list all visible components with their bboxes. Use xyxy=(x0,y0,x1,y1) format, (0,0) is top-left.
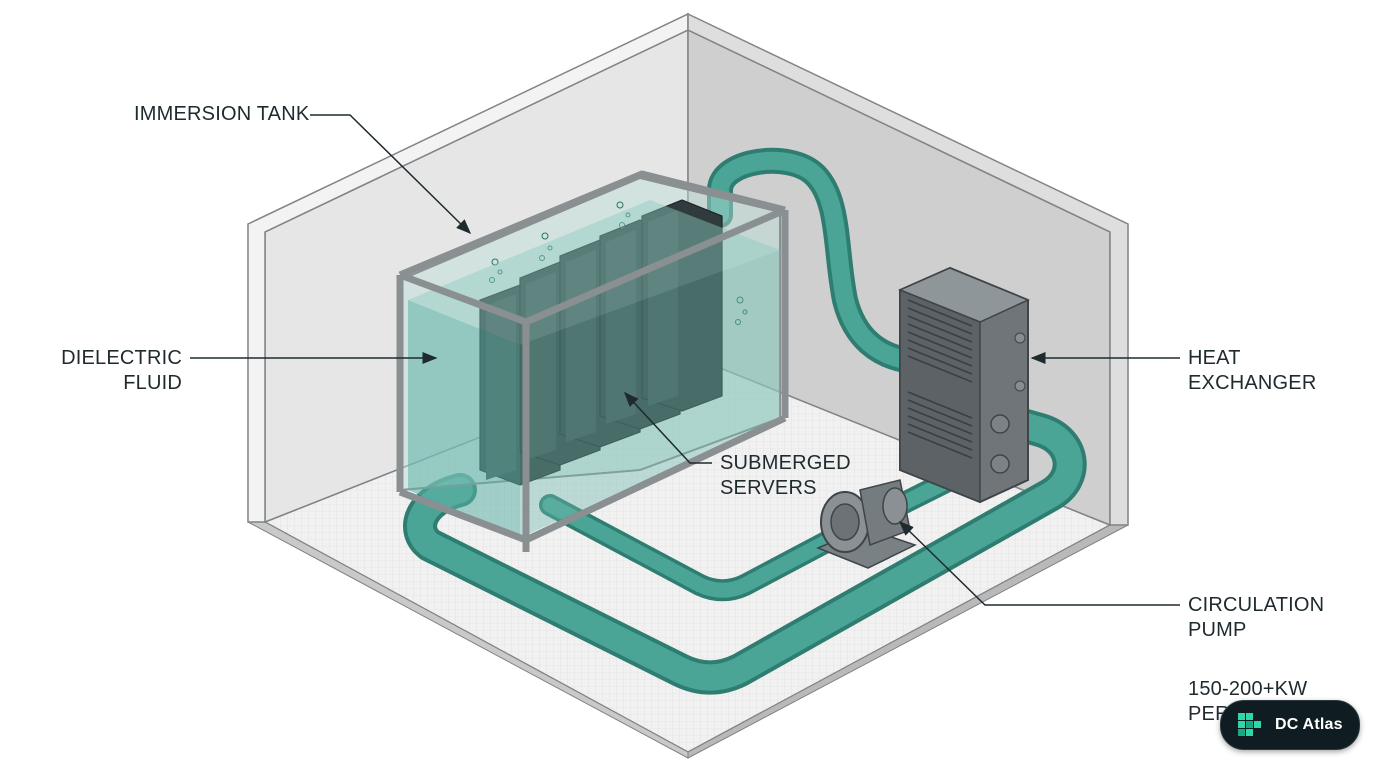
label-capacity: 150-200+KW PER xyxy=(1188,677,1307,727)
dc-atlas-badge-label: DC Atlas xyxy=(1275,716,1343,733)
label-heat-exchanger-line2: EXCHANGER xyxy=(1188,372,1317,394)
label-circulation-pump-line1: CIRCULATION xyxy=(1188,594,1325,616)
leader-lines xyxy=(190,114,1180,606)
return-pipe-loop-highlight xyxy=(407,407,1083,691)
bubbles xyxy=(489,201,748,325)
label-immersion-tank-text: IMMERSION TANK xyxy=(134,103,310,125)
wall-cap-right xyxy=(687,12,1129,526)
leader-immersion-tank xyxy=(310,114,472,235)
leader-circulation-pump xyxy=(898,520,1180,606)
label-dielectric-fluid: DIELECTRIC FLUID xyxy=(60,346,182,396)
overhead-pipe-highlight xyxy=(711,151,914,369)
dc-atlas-badge[interactable]: DC Atlas xyxy=(1220,700,1360,750)
label-circulation-pump: CIRCULATION PUMP xyxy=(1188,593,1324,643)
leader-submerged-servers xyxy=(623,391,712,464)
circulation-pump-unit xyxy=(816,479,917,569)
label-submerged-servers: SUBMERGED SERVERS xyxy=(720,451,851,501)
label-immersion-tank: IMMERSION TANK xyxy=(134,102,309,127)
tank-frame xyxy=(396,170,789,552)
label-heat-exchanger: HEAT EXCHANGER xyxy=(1188,346,1317,396)
label-submerged-servers-line1: SUBMERGED xyxy=(720,452,851,474)
label-capacity-line1: 150-200+KW xyxy=(1188,678,1308,700)
label-capacity-line2: PER xyxy=(1188,703,1230,725)
label-submerged-servers-line2: SERVERS xyxy=(720,477,817,499)
dc-atlas-logo-icon xyxy=(1238,713,1261,736)
label-dielectric-fluid-line1: DIELECTRIC xyxy=(61,347,182,369)
heat-exchanger-unit xyxy=(898,266,1030,504)
dielectric-fluid-surface xyxy=(408,200,780,345)
label-dielectric-fluid-line2: FLUID xyxy=(123,372,182,394)
label-heat-exchanger-line1: HEAT xyxy=(1188,347,1241,369)
dielectric-fluid-front xyxy=(520,250,780,538)
label-circulation-pump-line2: PUMP xyxy=(1188,619,1247,641)
